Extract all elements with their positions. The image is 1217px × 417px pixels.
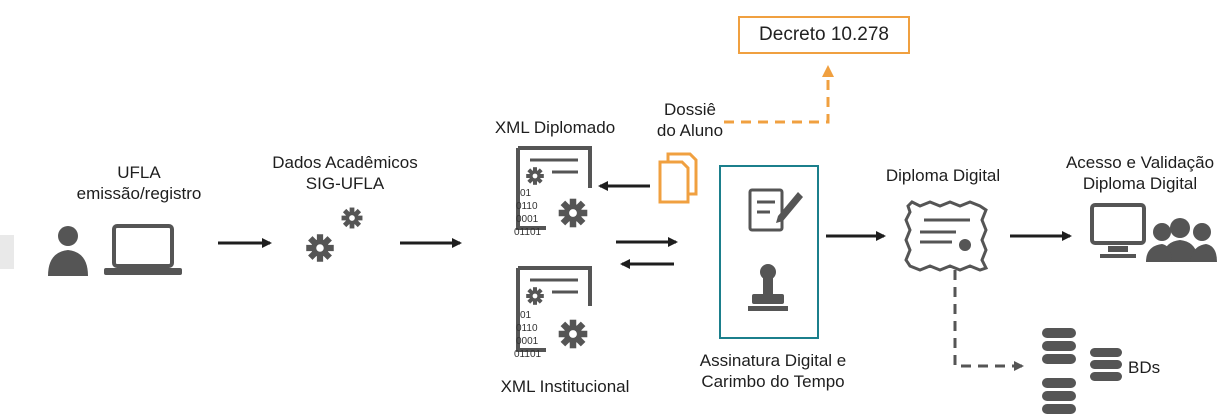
- xml-diplomado-code-3: 0001: [516, 214, 539, 225]
- stamp-icon: [748, 264, 788, 311]
- bds-label: BDs: [1128, 358, 1161, 377]
- xml-institucional-label: XML Institucional: [500, 377, 630, 396]
- xml-diplomado-code-2: 0110: [516, 201, 538, 212]
- dados-line1: Dados Acadêmicos: [272, 153, 418, 172]
- xml-institucional-icon: [516, 266, 592, 352]
- dados-line2: SIG-UFLA: [305, 174, 385, 193]
- ufla-label: UFLA emissão/registro: [64, 162, 214, 204]
- ufla-line2: emissão/registro: [76, 184, 202, 203]
- xml-diplomado-code: 01 0110 0001 01101: [514, 188, 542, 238]
- xml-institucional-code-4: 01101: [514, 349, 542, 360]
- dossie-line2: do Aluno: [656, 121, 724, 140]
- dados-label: Dados Acadêmicos SIG-UFLA: [260, 152, 430, 194]
- decreto-box: Decreto 10.278: [738, 16, 910, 54]
- xml-institucional-code-3: 0001: [516, 336, 539, 347]
- xml-diplomado-code-1: 01: [520, 188, 532, 199]
- arrow-diploma-bds: [953, 270, 1024, 371]
- assinatura-line2: Carimbo do Tempo: [701, 372, 845, 391]
- dossie-icon: [658, 152, 698, 204]
- diploma-certificate-icon: [904, 200, 989, 272]
- xml-institucional-code-2: 0110: [516, 323, 538, 334]
- monitor-icon: [1090, 203, 1146, 258]
- person-icon: [48, 226, 88, 276]
- gears-icon: [306, 207, 363, 262]
- arrow-dossie-decreto: [724, 65, 834, 124]
- assinatura-line1: Assinatura Digital e: [699, 351, 847, 370]
- database-icon: [1042, 328, 1122, 414]
- ufla-line1: UFLA: [117, 163, 161, 182]
- acesso-line1: Acesso e Validação: [1065, 153, 1215, 172]
- xml-diplomado-icon: [516, 146, 592, 230]
- left-edge-strip: [0, 235, 14, 269]
- acesso-line2: Diploma Digital: [1082, 174, 1198, 193]
- assinatura-label: Assinatura Digital e Carimbo do Tempo: [683, 350, 863, 392]
- signature-doc-icon: [748, 188, 803, 232]
- xml-diplomado-label: XML Diplomado: [494, 118, 616, 137]
- acesso-label: Acesso e Validação Diploma Digital: [1055, 152, 1217, 194]
- dossie-line1: Dossiê: [664, 100, 716, 119]
- xml-diplomado-code-4: 01101: [514, 227, 542, 238]
- users-group-icon: [1146, 218, 1217, 262]
- assinatura-box: [719, 165, 819, 339]
- laptop-icon: [104, 224, 182, 275]
- dossie-label: Dossiê do Aluno: [640, 99, 740, 141]
- diploma-label: Diploma Digital: [885, 166, 1001, 185]
- decreto-label: Decreto 10.278: [759, 24, 889, 45]
- xml-institucional-code: 01 0110 0001 01101: [514, 310, 542, 360]
- xml-institucional-code-1: 01: [520, 310, 532, 321]
